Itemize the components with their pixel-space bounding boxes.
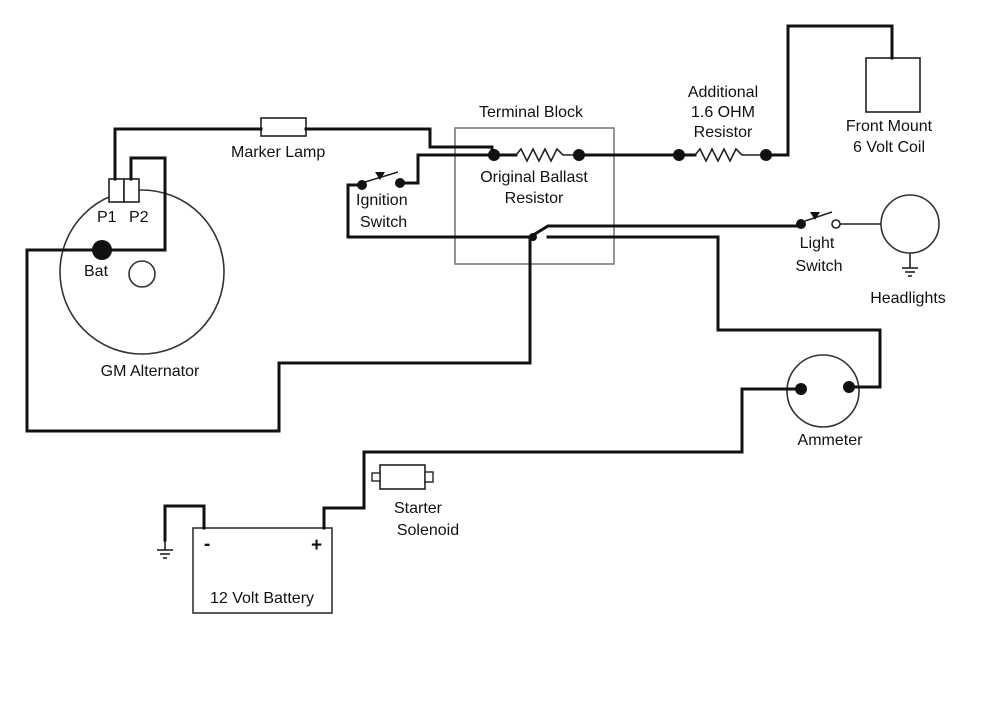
label-p2: P2 xyxy=(129,209,149,226)
label-starter-1: Starter xyxy=(394,500,443,517)
ignition-contact-left xyxy=(357,180,367,190)
terminal-block xyxy=(454,127,615,265)
label-ignition-1: Ignition xyxy=(356,192,408,209)
light-switch xyxy=(796,211,841,229)
solenoid-body xyxy=(379,464,426,490)
terminal-dot-4 xyxy=(760,149,772,161)
label-ammeter: Ammeter xyxy=(798,432,864,449)
label-headlights: Headlights xyxy=(870,290,946,307)
starter-solenoid xyxy=(371,464,434,490)
label-terminal-block: Terminal Block xyxy=(479,104,584,121)
solenoid-cap xyxy=(424,471,434,483)
wire-ignition-right xyxy=(398,153,496,185)
wire-to-coil xyxy=(764,24,894,157)
terminal-p1 xyxy=(108,178,125,203)
wire-battery-ground xyxy=(163,504,206,542)
ammeter xyxy=(786,354,860,428)
ignition-contact-right xyxy=(395,178,405,188)
label-light-2: Switch xyxy=(795,258,842,275)
label-alternator: GM Alternator xyxy=(101,363,200,380)
wire-junction-ammeter xyxy=(546,235,882,389)
wire-p1-marker xyxy=(113,127,263,181)
ballast-resistor-zigzag xyxy=(515,147,579,163)
label-additional-3: Resistor xyxy=(694,124,753,141)
label-light-1: Light xyxy=(800,235,835,252)
label-p1: P1 xyxy=(97,209,117,226)
label-coil-1: Front Mount xyxy=(846,118,933,135)
label-battery-minus: - xyxy=(204,534,210,555)
label-battery: 12 Volt Battery xyxy=(210,590,314,607)
wire-p2 xyxy=(100,156,167,252)
wire-bat-loop xyxy=(25,235,532,433)
label-ignition-2: Switch xyxy=(360,214,407,231)
ignition-switch xyxy=(357,171,405,190)
ignition-arrow-icon xyxy=(375,172,385,180)
label-additional-2: 1.6 OHM xyxy=(691,104,755,121)
battery xyxy=(192,527,333,614)
alternator-hole xyxy=(128,260,156,288)
wire-ignition-left xyxy=(346,183,532,239)
headlight-lamp xyxy=(880,194,940,254)
light-arrow-icon xyxy=(810,212,820,220)
additional-resistor-zigzag xyxy=(694,147,766,163)
terminal-dot-1 xyxy=(488,149,500,161)
wire-marker-block xyxy=(304,127,494,157)
label-bat: Bat xyxy=(84,263,109,280)
headlights xyxy=(880,194,940,277)
wire-ammeter-solenoid xyxy=(322,387,803,530)
alternator-body xyxy=(59,189,225,355)
terminal-dot-2 xyxy=(573,149,585,161)
light-contact-right xyxy=(831,219,841,229)
terminal-p2 xyxy=(123,178,140,203)
solenoid-terminal xyxy=(371,472,381,482)
label-additional-1: Additional xyxy=(688,84,758,101)
label-coil-2: 6 Volt Coil xyxy=(853,139,925,156)
marker-lamp xyxy=(260,117,307,137)
ammeter-body xyxy=(786,354,860,428)
wire-junction-light xyxy=(527,224,801,240)
label-ballast-1: Original Ballast xyxy=(480,169,588,186)
front-mount-coil xyxy=(865,57,921,113)
label-battery-plus: + xyxy=(311,535,322,556)
label-ballast-2: Resistor xyxy=(505,190,564,207)
label-marker-lamp: Marker Lamp xyxy=(231,144,325,161)
label-starter-2: Solenoid xyxy=(397,522,459,539)
junction-dot xyxy=(529,233,537,241)
light-contact-left xyxy=(796,219,806,229)
ground-icon xyxy=(157,540,173,559)
terminal-dot-3 xyxy=(673,149,685,161)
